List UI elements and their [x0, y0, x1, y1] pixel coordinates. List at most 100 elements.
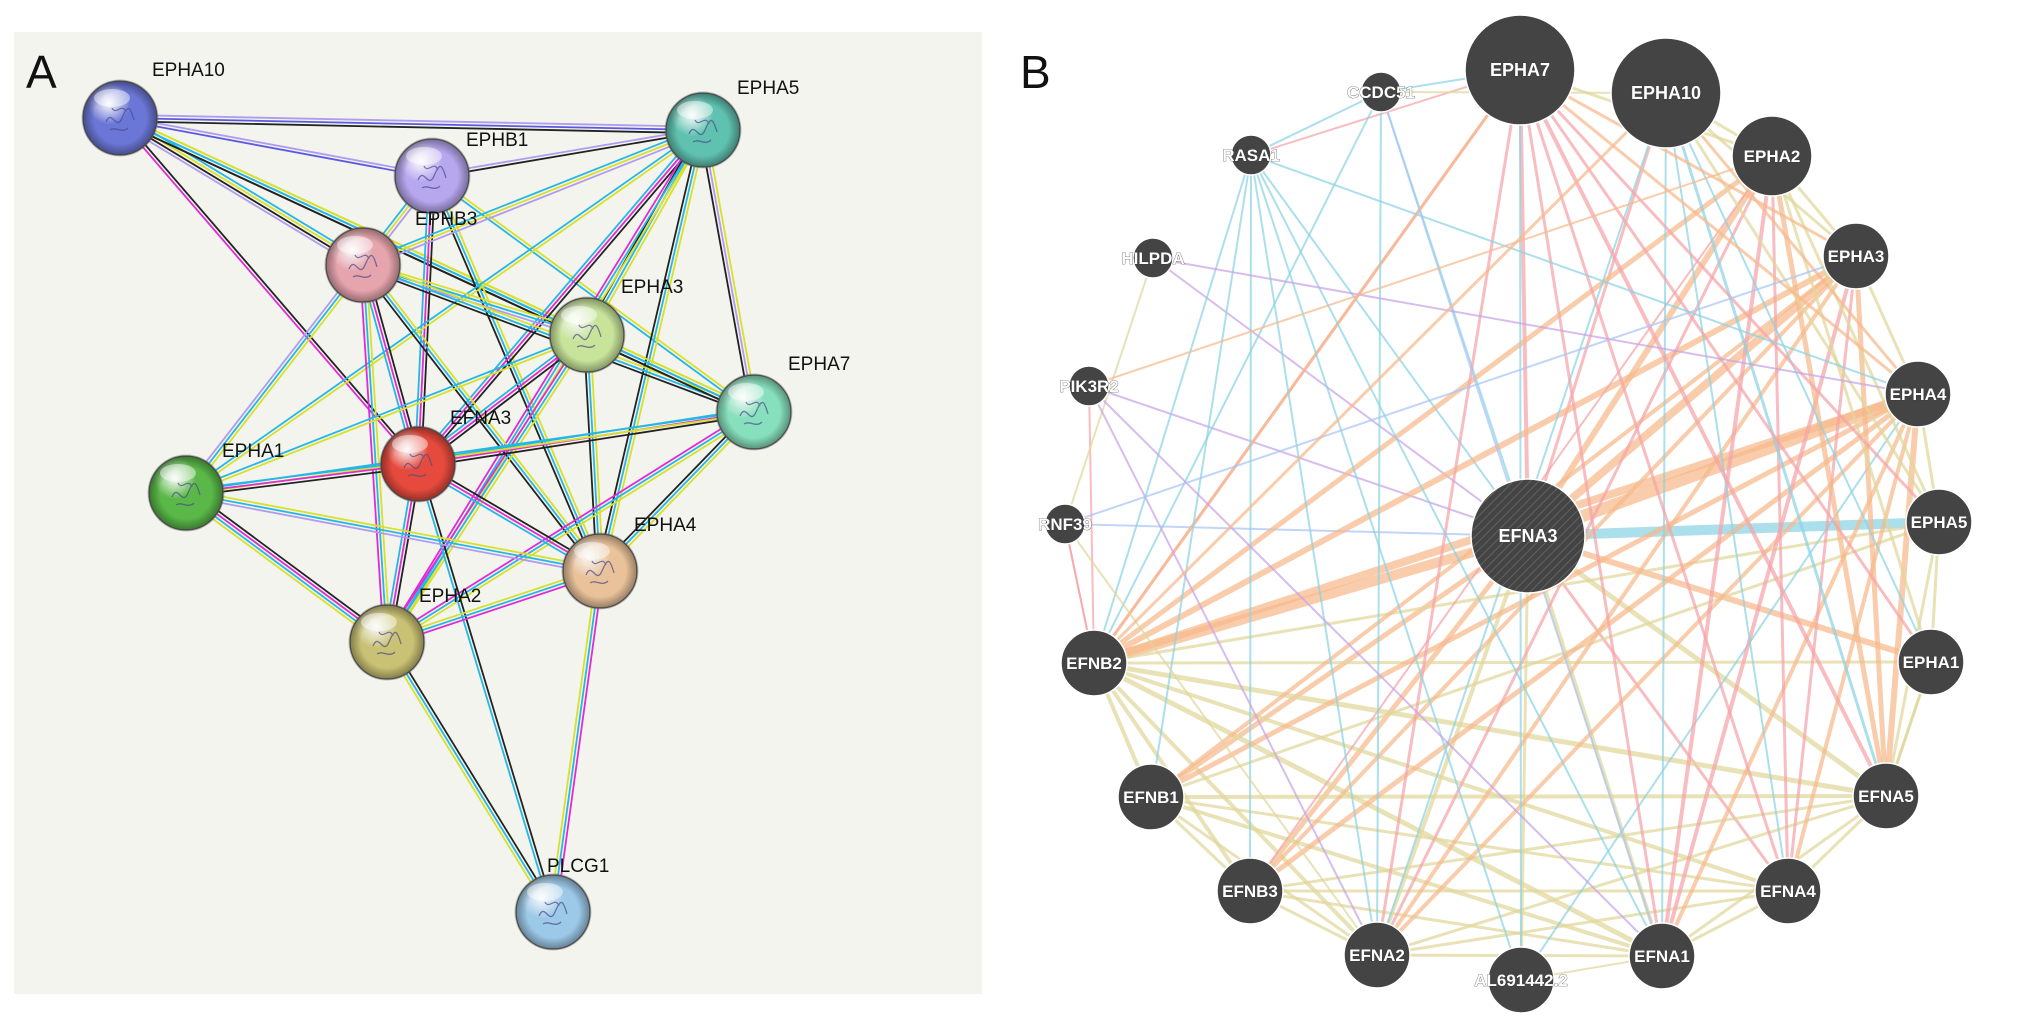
gene-node-circle	[1464, 14, 1576, 126]
gene-node-label: EFNB1	[1123, 788, 1179, 807]
node-gloss	[350, 605, 424, 679]
node-efna3[interactable]: EFNA3	[379, 408, 512, 503]
edge-evidence-line	[413, 175, 430, 464]
gene-node-label: EPHA10	[1631, 83, 1701, 103]
node-epha5[interactable]: EPHA5	[664, 78, 800, 169]
node-plcg1[interactable]: PLCG1	[514, 856, 610, 951]
gene-node-label: EFNA5	[1858, 787, 1914, 806]
edge-ephb3-epha2	[358, 264, 392, 643]
node-ephb3[interactable]: EPHB3	[324, 209, 478, 304]
node-epha3[interactable]: EPHA3	[548, 277, 684, 374]
edge-hilpda-epha4	[1152, 257, 1919, 395]
node-highlight	[527, 883, 563, 901]
edge-evidence-line	[383, 127, 702, 641]
edge-evidence-line	[186, 466, 419, 498]
node-epha7[interactable]: EPHA7	[715, 354, 851, 451]
edge-efnb2-pik3r2	[1088, 385, 1095, 664]
edge-efna3-efnb1	[1148, 533, 1531, 800]
edge-evidence-line	[583, 127, 701, 334]
gene-node-rasa1[interactable]: RASA1	[1222, 134, 1280, 176]
node-highlight	[406, 147, 442, 165]
edge-evidence-line	[363, 261, 589, 333]
gene-node-pik3r2[interactable]: PIK3R2	[1059, 365, 1119, 407]
edge-evidence-line	[185, 332, 587, 493]
edge-epha10-efnb2	[1092, 91, 1668, 665]
gene-node-efnb3[interactable]: EFNB3	[1216, 857, 1284, 925]
node-ephb1[interactable]: EPHB1	[393, 130, 529, 215]
gene-node-al691442-2[interactable]: AL691442.2	[1474, 946, 1568, 1014]
gene-node-label: EFNB2	[1066, 654, 1122, 673]
gene-node-efnb1[interactable]: EFNB1	[1117, 763, 1185, 831]
gene-node-epha7[interactable]: EPHA7	[1464, 14, 1576, 126]
edge-evidence-line	[361, 126, 703, 263]
edge-efnb2-epha2	[1091, 153, 1775, 666]
gene-node-efna3[interactable]: EFNA3	[1470, 478, 1586, 594]
edge-pik3r2-efna1	[1088, 385, 1663, 957]
gene-node-epha3[interactable]: EPHA3	[1822, 222, 1890, 290]
panel-b-letter: B	[1020, 46, 1051, 98]
gene-node-circle	[1731, 115, 1813, 197]
edge-rnf39-efna2	[1064, 523, 1378, 956]
node-epha4[interactable]: EPHA4	[561, 515, 697, 610]
node-label: EPHB1	[466, 130, 528, 151]
edge-efnb1-efna4	[1149, 795, 1790, 893]
edge-efna4-epha3	[1786, 254, 1858, 893]
edge-rnf39-epha3	[1064, 255, 1857, 525]
edge-evidence-line	[185, 495, 600, 576]
edge-efnb2-efna4	[1092, 661, 1790, 893]
edge-rasa1-efnb3	[1249, 154, 1252, 892]
gene-node-epha5[interactable]: EPHA5	[1905, 488, 1973, 556]
node-gloss	[717, 375, 791, 449]
gene-node-efna4[interactable]: EFNA4	[1754, 857, 1822, 925]
gene-node-ccdc51[interactable]: CCDC51	[1347, 71, 1415, 113]
edge-epha5-epha2	[1770, 154, 1941, 524]
node-epha10[interactable]: EPHA10	[81, 60, 225, 157]
edge-evidence-line	[555, 571, 605, 913]
edge-efnb3-efna5	[1248, 794, 1888, 893]
edge-efna3-rasa1	[1250, 154, 1529, 537]
gene-node-epha4[interactable]: EPHA4	[1884, 360, 1952, 428]
edge-rasa1-efnb2	[1093, 154, 1252, 664]
edge-evidence-line	[552, 570, 601, 913]
gene-node-rnf39[interactable]: RNF39	[1038, 503, 1092, 545]
node-highlight	[677, 101, 713, 119]
edge-efna3-efna2	[1375, 534, 1530, 957]
node-gloss	[83, 81, 157, 155]
edge-epha5-epha1	[184, 127, 705, 496]
edge-evidence-line	[359, 266, 599, 574]
edge-evidence-line	[118, 118, 363, 268]
node-gloss	[381, 427, 455, 501]
edge-evidence-line	[187, 266, 367, 496]
gene-node-label: AL691442.2	[1474, 971, 1568, 990]
gene-node-circle	[1897, 628, 1965, 696]
edge-evidence-line	[120, 113, 704, 128]
edge-efnb3-epha4	[1247, 391, 1921, 894]
edge-evidence-line	[186, 335, 588, 496]
gene-node-efnb2[interactable]: EFNB2	[1060, 629, 1128, 697]
edge-epha7-epha2	[384, 408, 757, 646]
edge-evidence-line	[186, 490, 389, 642]
gene-node-epha2[interactable]: EPHA2	[1731, 115, 1813, 197]
node-gloss	[550, 298, 624, 372]
gene-node-hilpda[interactable]: HILPDA	[1121, 237, 1185, 279]
edge-epha1-epha2	[182, 488, 391, 647]
node-highlight	[728, 383, 764, 401]
edge-ephb1-epha5	[431, 127, 704, 179]
edge-efna1-epha7	[1518, 68, 1664, 958]
gene-node-efna2[interactable]: EFNA2	[1343, 921, 1411, 989]
gene-node-efna5[interactable]: EFNA5	[1852, 762, 1920, 830]
edge-evidence-line	[548, 570, 598, 912]
gene-node-efna1[interactable]: EFNA1	[1628, 922, 1696, 990]
edge-ephb3-epha1	[182, 262, 367, 496]
node-gloss	[516, 875, 590, 949]
edge-epha5-ephb3	[361, 126, 705, 269]
edge-efna3-epha1	[1525, 533, 1934, 665]
node-epha2[interactable]: EPHA2	[348, 586, 482, 681]
edge-evidence-line	[414, 127, 702, 463]
gene-node-epha1[interactable]: EPHA1	[1897, 628, 1965, 696]
gene-node-epha10[interactable]: EPHA10	[1610, 37, 1722, 149]
node-epha1[interactable]: EPHA1	[147, 441, 285, 532]
edge-epha5-epha7	[1518, 68, 1941, 524]
edge-epha4-epha7	[1518, 68, 1920, 396]
gene-node-circle	[1343, 921, 1411, 989]
